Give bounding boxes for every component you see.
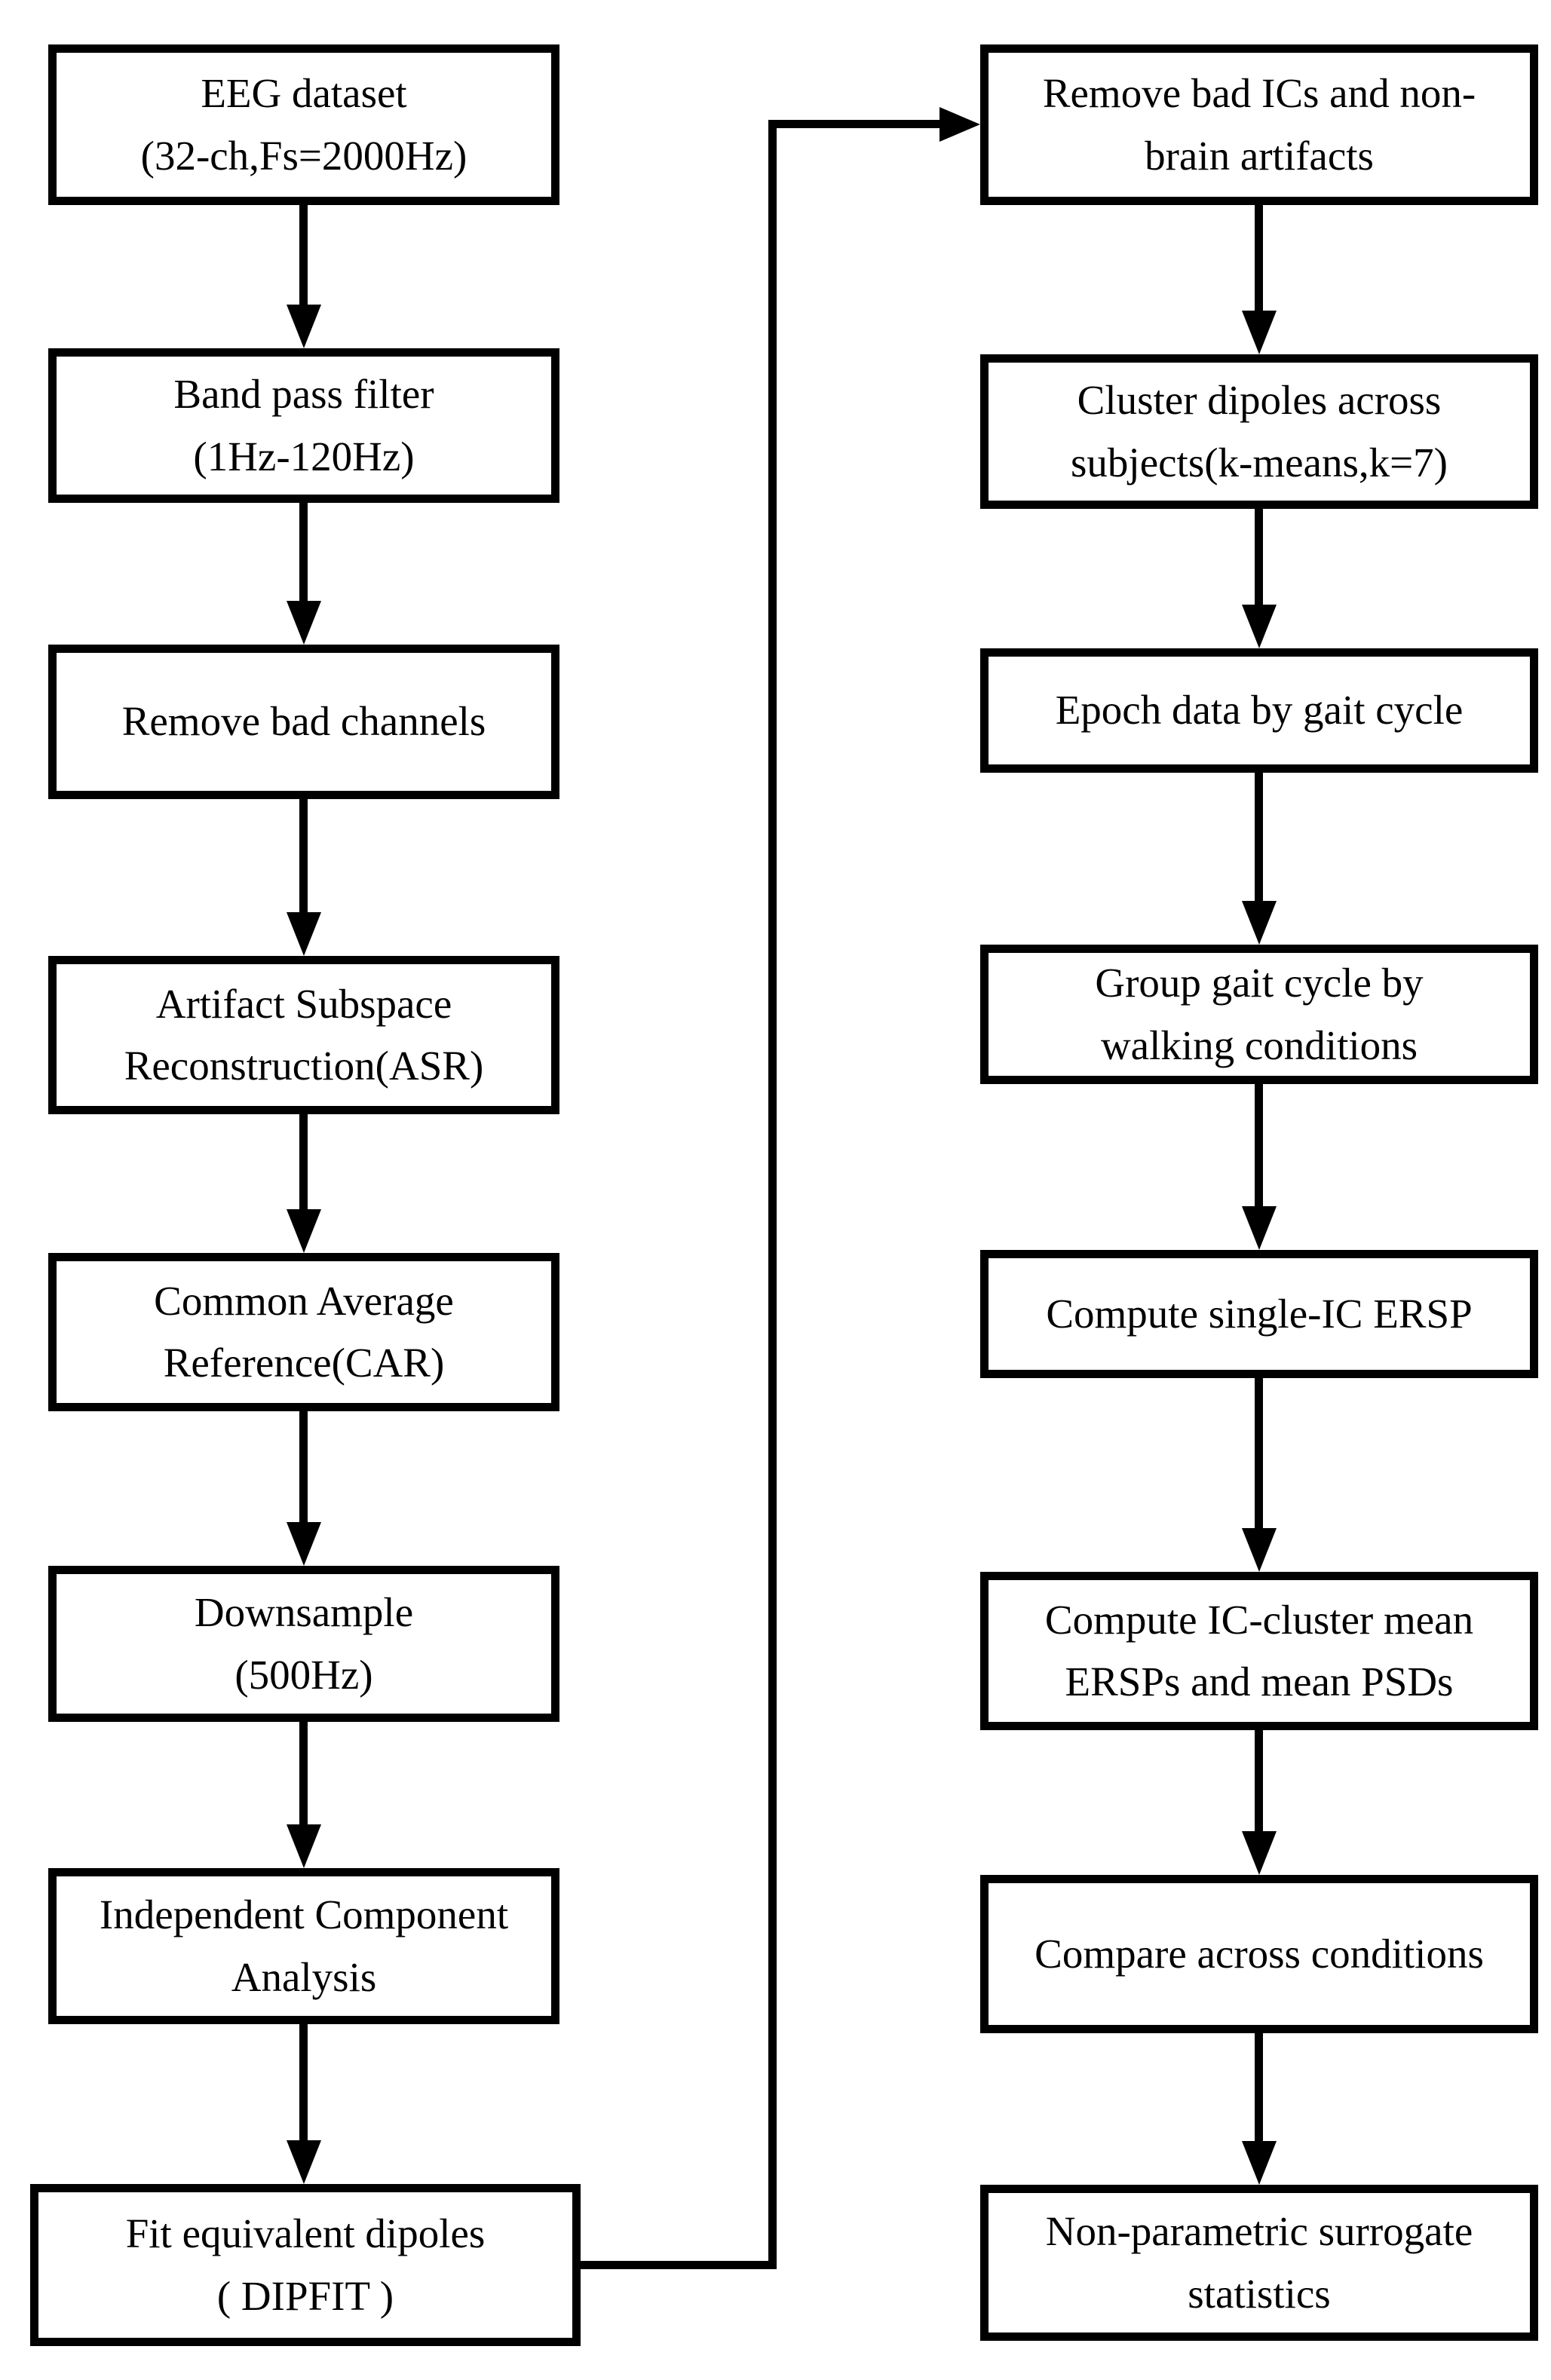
flowchart-box-group-gait-cycle: Group gait cycle by walking conditions <box>980 945 1538 1084</box>
connector-line-vertical <box>768 120 777 2269</box>
flowchart-box-fit-equivalent-dipoles: Fit equivalent dipoles ( DIPFIT ) <box>30 2184 581 2346</box>
arrow-down-right-4 <box>1255 1084 1263 1206</box>
flowchart-box-compare-across-conditions: Compare across conditions <box>980 1875 1538 2033</box>
arrow-down-left-6 <box>299 1722 308 1824</box>
flowchart-box-compute-single-ic-ersp: Compute single-IC ERSP <box>980 1250 1538 1378</box>
arrow-down-right-6 <box>1255 1730 1263 1831</box>
connector-line-horizontal-top <box>768 120 939 128</box>
arrow-down-right-3 <box>1255 773 1263 901</box>
arrow-down-left-2 <box>299 503 308 601</box>
arrow-down-left-5 <box>299 1411 308 1522</box>
flowchart-box-common-average-reference: Common Average Reference(CAR) <box>48 1253 559 1411</box>
arrow-down-left-7 <box>299 2024 308 2140</box>
flowchart-box-cluster-dipoles: Cluster dipoles across subjects(k-means,… <box>980 354 1538 509</box>
flowchart-box-compute-ic-cluster-mean: Compute IC-cluster mean ERSPs and mean P… <box>980 1572 1538 1730</box>
arrow-down-right-2 <box>1255 509 1263 605</box>
flowchart-box-non-parametric-surrogate-statistics: Non-parametric surrogate statistics <box>980 2185 1538 2341</box>
flowchart-box-artifact-subspace-reconstruction: Artifact Subspace Reconstruction(ASR) <box>48 956 559 1114</box>
flowchart-box-remove-bad-ics: Remove bad ICs and non- brain artifacts <box>980 44 1538 205</box>
flowchart-box-eeg-dataset: EEG dataset (32-ch,Fs=2000Hz) <box>48 44 559 205</box>
flowchart-box-remove-bad-channels: Remove bad channels <box>48 645 559 799</box>
arrow-down-left-3 <box>299 799 308 912</box>
connector-line-horizontal-bottom <box>581 2261 777 2269</box>
flowchart-box-epoch-data-by-gait-cycle: Epoch data by gait cycle <box>980 648 1538 773</box>
flowchart-box-independent-component-analysis: Independent Component Analysis <box>48 1868 559 2024</box>
arrow-down-right-1 <box>1255 205 1263 311</box>
arrow-down-right-5 <box>1255 1378 1263 1528</box>
arrow-down-right-7 <box>1255 2033 1263 2141</box>
arrow-down-left-4 <box>299 1114 308 1209</box>
arrow-down-left-1 <box>299 205 308 305</box>
connector-arrowhead-right-icon <box>939 107 980 142</box>
flowchart-box-band-pass-filter: Band pass filter (1Hz-120Hz) <box>48 348 559 503</box>
flowchart-box-downsample: Downsample (500Hz) <box>48 1566 559 1722</box>
